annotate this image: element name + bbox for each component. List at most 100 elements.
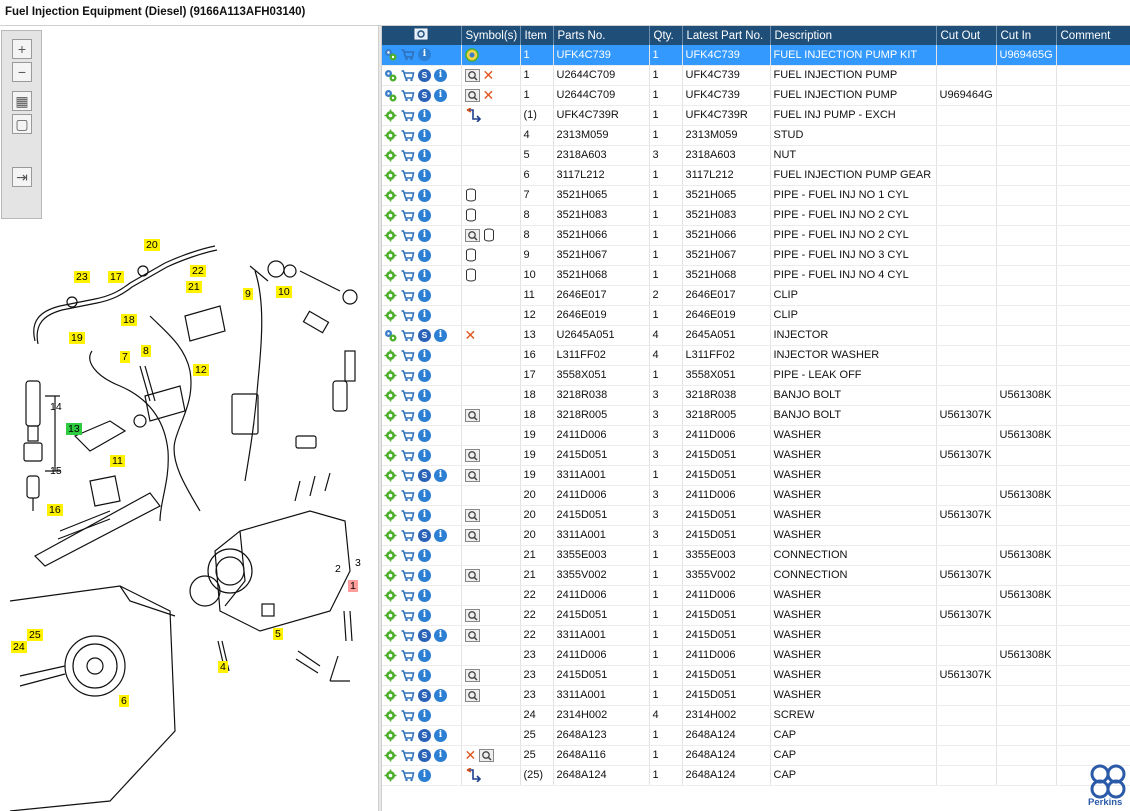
row-symbols[interactable]	[461, 385, 521, 406]
fit-page-button[interactable]: ▦	[12, 91, 32, 111]
row-icons[interactable]: i	[382, 365, 462, 386]
info-icon[interactable]: i	[434, 628, 447, 642]
row-icons[interactable]: i	[382, 205, 462, 226]
info-icon[interactable]: i	[418, 148, 431, 162]
callout-23[interactable]: 23	[74, 271, 90, 283]
row-icons[interactable]: i	[382, 285, 462, 306]
add-to-basket-icon[interactable]	[400, 429, 415, 442]
add-to-basket-icon[interactable]	[400, 669, 415, 682]
callout-16[interactable]: 16	[47, 504, 63, 516]
row-icons[interactable]: i	[382, 445, 462, 466]
info-icon[interactable]: i	[418, 408, 431, 422]
add-to-basket-icon[interactable]	[400, 469, 415, 482]
add-to-basket-icon[interactable]	[400, 109, 415, 122]
header-comment[interactable]: Comment	[1056, 26, 1130, 45]
magnify-view-icon[interactable]	[464, 68, 480, 82]
info-icon[interactable]: i	[418, 208, 431, 222]
add-to-basket-icon[interactable]	[400, 169, 415, 182]
row-symbols[interactable]	[461, 545, 521, 566]
row-icons[interactable]: i	[382, 605, 462, 626]
row-symbols[interactable]	[461, 265, 521, 286]
row-symbols[interactable]	[461, 405, 521, 426]
row-icons[interactable]: i	[382, 105, 462, 126]
row-symbols[interactable]	[461, 505, 521, 526]
info-icon[interactable]: i	[418, 188, 431, 202]
magnify-view-icon[interactable]	[464, 608, 480, 622]
callout-3[interactable]: 3	[355, 557, 361, 569]
info-icon[interactable]: i	[418, 448, 431, 462]
add-to-basket-icon[interactable]	[400, 69, 415, 82]
magnify-view-icon[interactable]	[464, 628, 480, 642]
add-to-basket-icon[interactable]	[400, 48, 415, 61]
add-to-basket-icon[interactable]	[400, 449, 415, 462]
service-s-icon[interactable]: S	[418, 468, 431, 482]
row-symbols[interactable]	[461, 365, 521, 386]
row-symbols[interactable]	[461, 165, 521, 186]
add-to-basket-icon[interactable]	[400, 209, 415, 222]
row-icons[interactable]: i	[382, 485, 462, 506]
add-to-basket-icon[interactable]	[400, 709, 415, 722]
row-symbols[interactable]	[461, 145, 521, 166]
header-symbols[interactable]: Symbol(s)	[461, 26, 521, 45]
magnify-view-icon[interactable]	[464, 508, 480, 522]
info-icon[interactable]: i	[418, 568, 431, 582]
callout-13[interactable]: 13	[66, 423, 82, 435]
exploded-parts-diagram[interactable]: 20 23 17 22 21 9 10 18 19 8 7 12 14 13 1…	[0, 211, 378, 811]
callout-24[interactable]: 24	[11, 641, 27, 653]
row-symbols[interactable]	[461, 765, 521, 786]
row-symbols[interactable]	[461, 525, 521, 546]
add-to-basket-icon[interactable]	[400, 529, 415, 542]
row-symbols[interactable]: ✕	[461, 745, 521, 766]
add-to-basket-icon[interactable]	[400, 649, 415, 662]
info-icon[interactable]: i	[418, 348, 431, 362]
magnify-view-icon[interactable]	[464, 408, 480, 422]
add-to-basket-icon[interactable]	[400, 589, 415, 602]
row-symbols[interactable]	[461, 625, 521, 646]
service-s-icon[interactable]: S	[418, 328, 431, 342]
row-icons[interactable]: i	[382, 565, 462, 586]
callout-11[interactable]: 11	[110, 455, 125, 467]
magnify-view-icon[interactable]	[464, 668, 480, 682]
info-icon[interactable]: i	[418, 508, 431, 522]
add-to-basket-icon[interactable]	[400, 389, 415, 402]
row-symbols[interactable]	[461, 305, 521, 326]
row-icons[interactable]: i	[382, 545, 462, 566]
callout-8[interactable]: 8	[141, 345, 151, 357]
row-icons[interactable]: i	[382, 225, 462, 246]
row-symbols[interactable]	[461, 225, 521, 246]
info-icon[interactable]: i	[418, 428, 431, 442]
magnify-view-icon[interactable]	[464, 448, 480, 462]
callout-5[interactable]: 5	[273, 628, 283, 640]
info-icon[interactable]: i	[434, 688, 447, 702]
row-icons[interactable]: i	[382, 705, 462, 726]
info-icon[interactable]: i	[418, 128, 431, 142]
info-icon[interactable]: i	[418, 488, 431, 502]
add-to-basket-icon[interactable]	[400, 749, 415, 762]
add-to-basket-icon[interactable]	[400, 689, 415, 702]
callout-1[interactable]: 1	[348, 580, 358, 592]
service-s-icon[interactable]: S	[418, 748, 431, 762]
row-icons[interactable]: i	[382, 145, 462, 166]
row-symbols[interactable]	[461, 565, 521, 586]
header-item[interactable]: Item	[520, 26, 554, 45]
header-qty[interactable]: Qty.	[649, 26, 683, 45]
